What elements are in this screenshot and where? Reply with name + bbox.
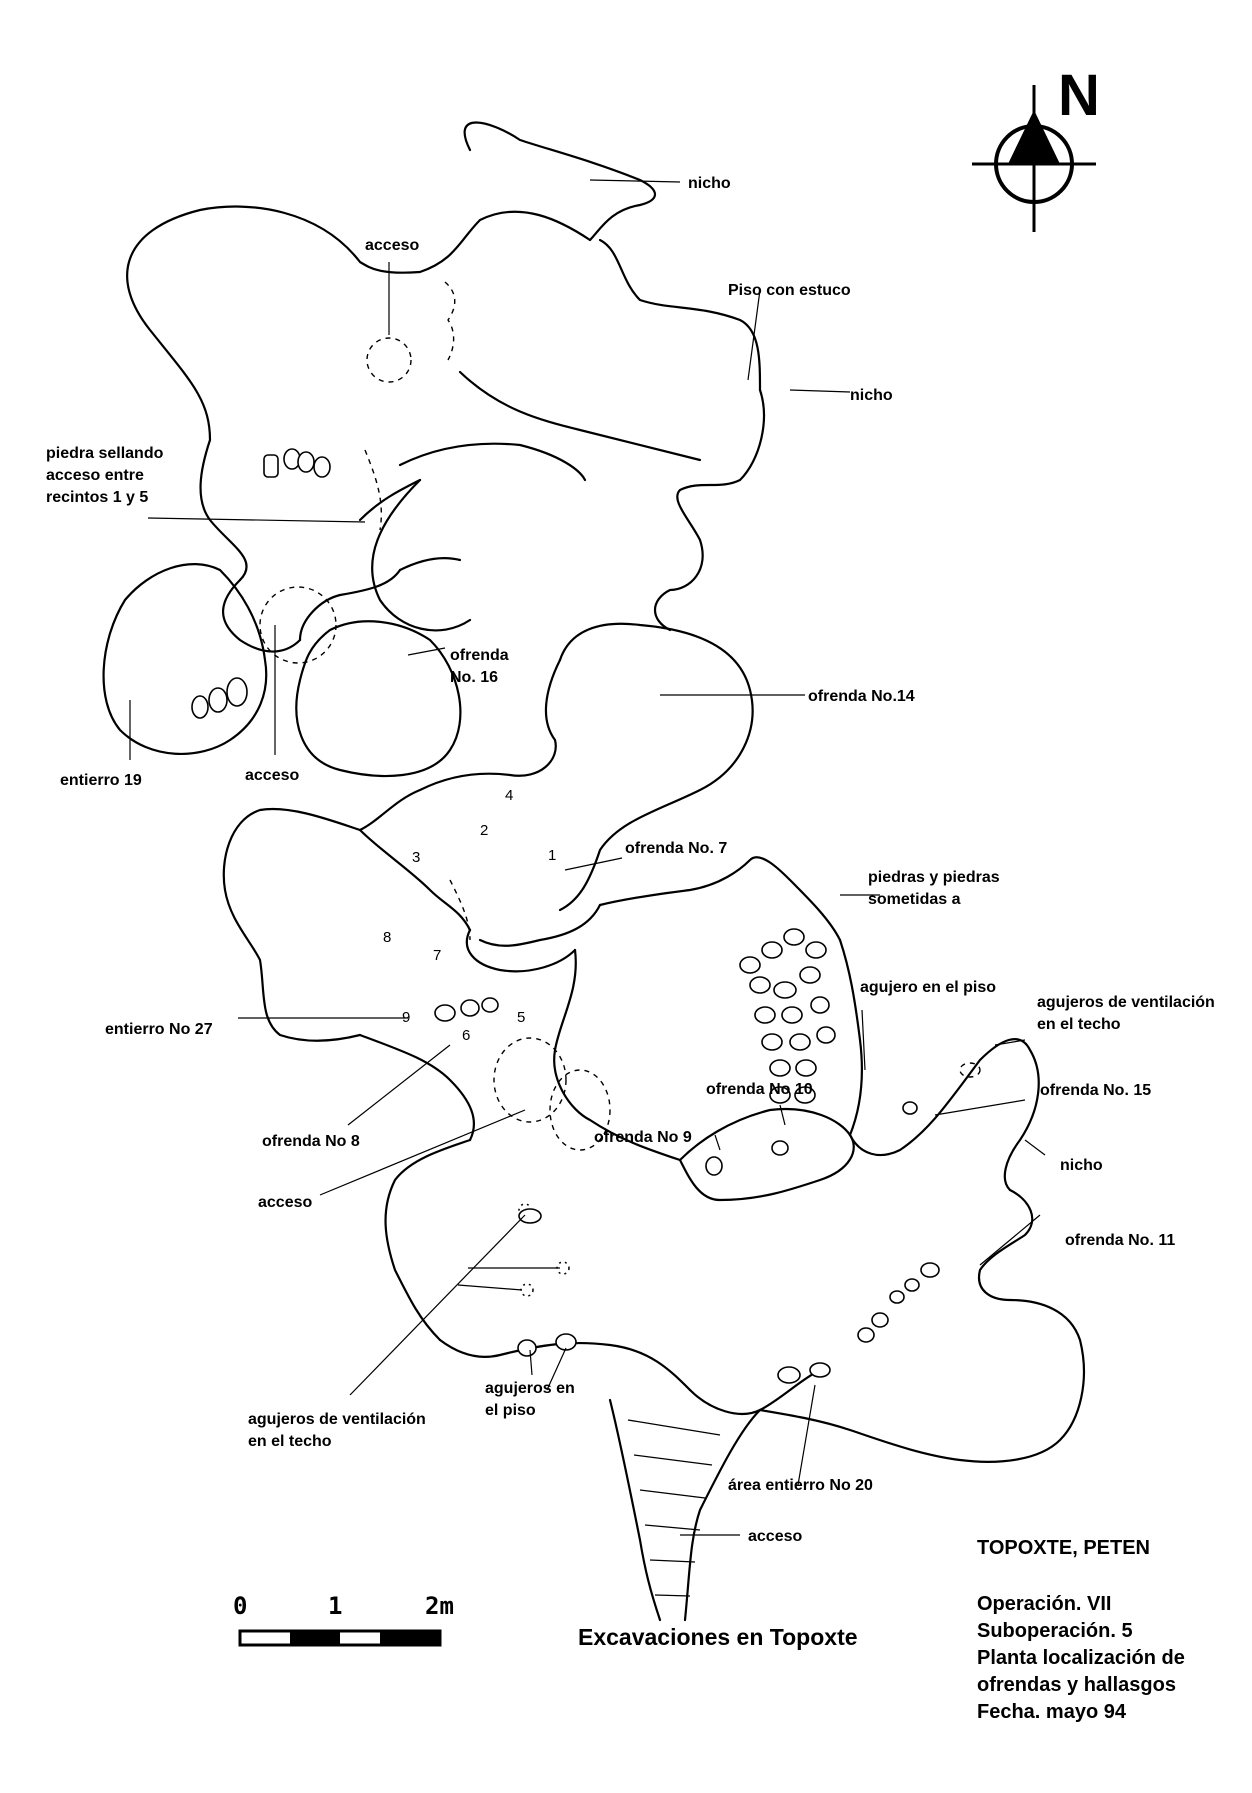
label-vent-right-line2: en el techo bbox=[1037, 1016, 1121, 1033]
find-number-4: 4 bbox=[505, 787, 513, 804]
label-ofrenda11: ofrenda No. 11 bbox=[1065, 1232, 1175, 1249]
label-acceso-lower: acceso bbox=[258, 1194, 312, 1211]
find-number-7: 7 bbox=[433, 947, 441, 964]
label-ofrenda15: ofrenda No. 15 bbox=[1040, 1082, 1151, 1099]
label-ofrenda9: ofrenda No 9 bbox=[594, 1129, 692, 1146]
map-title: Excavaciones en Topoxte bbox=[578, 1624, 858, 1650]
scale-tick-1: 1 bbox=[328, 1592, 342, 1620]
cave-outline bbox=[102, 121, 1086, 1622]
north-letter: N bbox=[1058, 63, 1100, 128]
label-piedra-line3: recintos 1 y 5 bbox=[46, 489, 148, 506]
label-ofrenda16-line1: ofrenda bbox=[450, 647, 509, 664]
label-vent-left-line2: en el techo bbox=[248, 1433, 332, 1450]
scale-tick-0: 0 bbox=[233, 1592, 247, 1620]
find-numbers: 1 2 3 4 5 6 7 8 9 bbox=[383, 787, 556, 1044]
info-date: Fecha. mayo 94 bbox=[977, 1701, 1127, 1723]
label-piedras-line2: sometidas a bbox=[868, 891, 961, 908]
find-number-2: 2 bbox=[480, 822, 488, 839]
label-vent-left-line1: agujeros de ventilación bbox=[248, 1411, 426, 1428]
info-suboperation: Suboperación. 5 bbox=[977, 1620, 1133, 1642]
label-piedras-line1: piedras y piedras bbox=[868, 869, 1000, 886]
info-site: TOPOXTE, PETEN bbox=[977, 1537, 1150, 1559]
label-acceso-top: acceso bbox=[365, 237, 419, 254]
label-agujeros-piso-line1: agujeros en bbox=[485, 1380, 575, 1397]
scale-tick-2: 2m bbox=[425, 1592, 454, 1620]
find-number-5: 5 bbox=[517, 1009, 525, 1026]
label-piedra-line2: acceso entre bbox=[46, 467, 144, 484]
labels: nicho acceso Piso con estuco nicho piedr… bbox=[46, 175, 1215, 1545]
label-ofrenda14: ofrenda No.14 bbox=[808, 688, 915, 705]
label-agujero-piso: agujero en el piso bbox=[860, 979, 996, 996]
label-acceso-bottom: acceso bbox=[748, 1528, 802, 1545]
find-number-1: 1 bbox=[548, 847, 556, 864]
scale-bar: 0 1 2m bbox=[233, 1592, 454, 1647]
label-vent-right-line1: agujeros de ventilación bbox=[1037, 994, 1215, 1011]
find-number-9: 9 bbox=[402, 1009, 410, 1026]
info-operation: Operación. VII bbox=[977, 1593, 1111, 1615]
label-nicho-top: nicho bbox=[688, 175, 731, 192]
info-desc-line2: ofrendas y hallasgos bbox=[977, 1674, 1176, 1696]
find-number-6: 6 bbox=[462, 1027, 470, 1044]
label-piso-estuco: Piso con estuco bbox=[728, 282, 851, 299]
find-number-8: 8 bbox=[383, 929, 391, 946]
label-nicho-lower: nicho bbox=[1060, 1157, 1103, 1174]
north-arrow: N bbox=[972, 63, 1100, 232]
label-entierro27: entierro No 27 bbox=[105, 1021, 213, 1038]
label-area-entierro20: área entierro No 20 bbox=[728, 1477, 873, 1494]
label-ofrenda7: ofrenda No. 7 bbox=[625, 840, 727, 857]
label-ofrenda16-line2: No. 16 bbox=[450, 669, 498, 686]
stones bbox=[191, 448, 940, 1384]
label-entierro19: entierro 19 bbox=[60, 772, 142, 789]
access-steps bbox=[627, 1419, 721, 1597]
label-ofrenda8: ofrenda No 8 bbox=[262, 1133, 360, 1150]
info-desc-line1: Planta localización de bbox=[977, 1647, 1185, 1669]
label-ofrenda10: ofrenda No 10 bbox=[706, 1081, 813, 1098]
find-number-3: 3 bbox=[412, 849, 420, 866]
label-nicho-right: nicho bbox=[850, 387, 893, 404]
info-block: TOPOXTE, PETEN Operación. VII Suboperaci… bbox=[977, 1537, 1185, 1723]
label-agujeros-piso-line2: el piso bbox=[485, 1402, 536, 1419]
label-acceso-mid: acceso bbox=[245, 767, 299, 784]
label-piedra-line1: piedra sellando bbox=[46, 445, 164, 462]
leader-lines bbox=[129, 179, 1046, 1536]
